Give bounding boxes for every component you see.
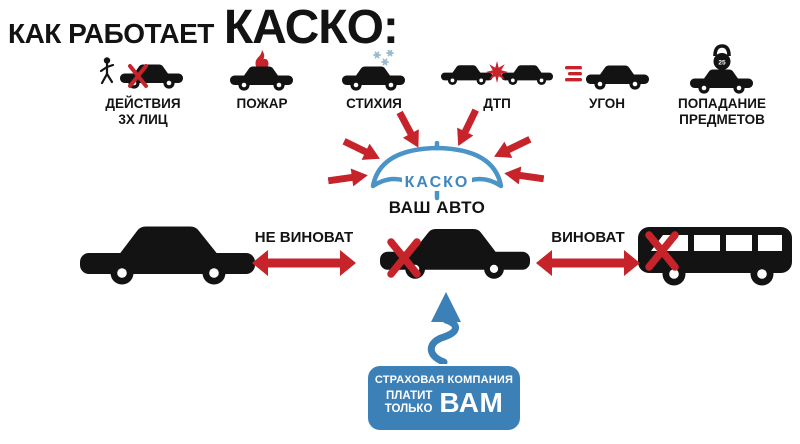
umbrella-icon: [370, 141, 504, 201]
guilty-label: ВИНОВАТ: [551, 229, 625, 246]
crossed-out-icon: [644, 229, 680, 273]
falling-object-icon: 25: [690, 44, 753, 94]
third-party-actions-icon: [100, 57, 183, 89]
payout-highlight-label: ВАМ: [439, 387, 504, 418]
payout-company-label: СТРАХОВАЯ КОМПАНИЯ: [374, 374, 514, 386]
kettlebell-weight-label: 25: [718, 59, 726, 66]
your-car-label: ВАШ АВТО: [388, 198, 486, 217]
umbrella-arrow-icon: [502, 164, 546, 188]
page-title: КАК РАБОТАЕТ КАСКО:: [8, 0, 399, 56]
risk-label-disaster: СТИХИЯ: [346, 96, 402, 111]
page-title-main: КАСКО:: [223, 1, 399, 54]
theft-icon: [565, 65, 649, 90]
hail-icon: [342, 50, 405, 91]
not-guilty-arrow-icon: [252, 250, 356, 276]
payout-words: ПЛАТИТ ТОЛЬКО: [384, 390, 433, 415]
collision-icon: [441, 61, 553, 85]
risk-label-theft: УГОН: [588, 96, 626, 111]
risk-label-accident: ДТП: [483, 96, 511, 111]
page-title-prefix: КАК РАБОТАЕТ: [8, 18, 214, 49]
fire-icon: [230, 50, 293, 91]
crossed-out-icon: [386, 236, 422, 280]
not-guilty-label: НЕ ВИНОВАТ: [254, 229, 354, 246]
payout-arrow-icon: [427, 292, 461, 364]
umbrella-arrow-icon: [326, 166, 370, 190]
insurance-payout-box: СТРАХОВАЯ КОМПАНИЯ ПЛАТИТ ТОЛЬКО ВАМ: [368, 366, 520, 430]
umbrella-kasko-label: КАСКО: [377, 174, 497, 192]
risk-label-fire: ПОЖАР: [236, 96, 288, 111]
other-car-icon: [80, 226, 255, 285]
guilty-arrow-icon: [536, 250, 640, 276]
